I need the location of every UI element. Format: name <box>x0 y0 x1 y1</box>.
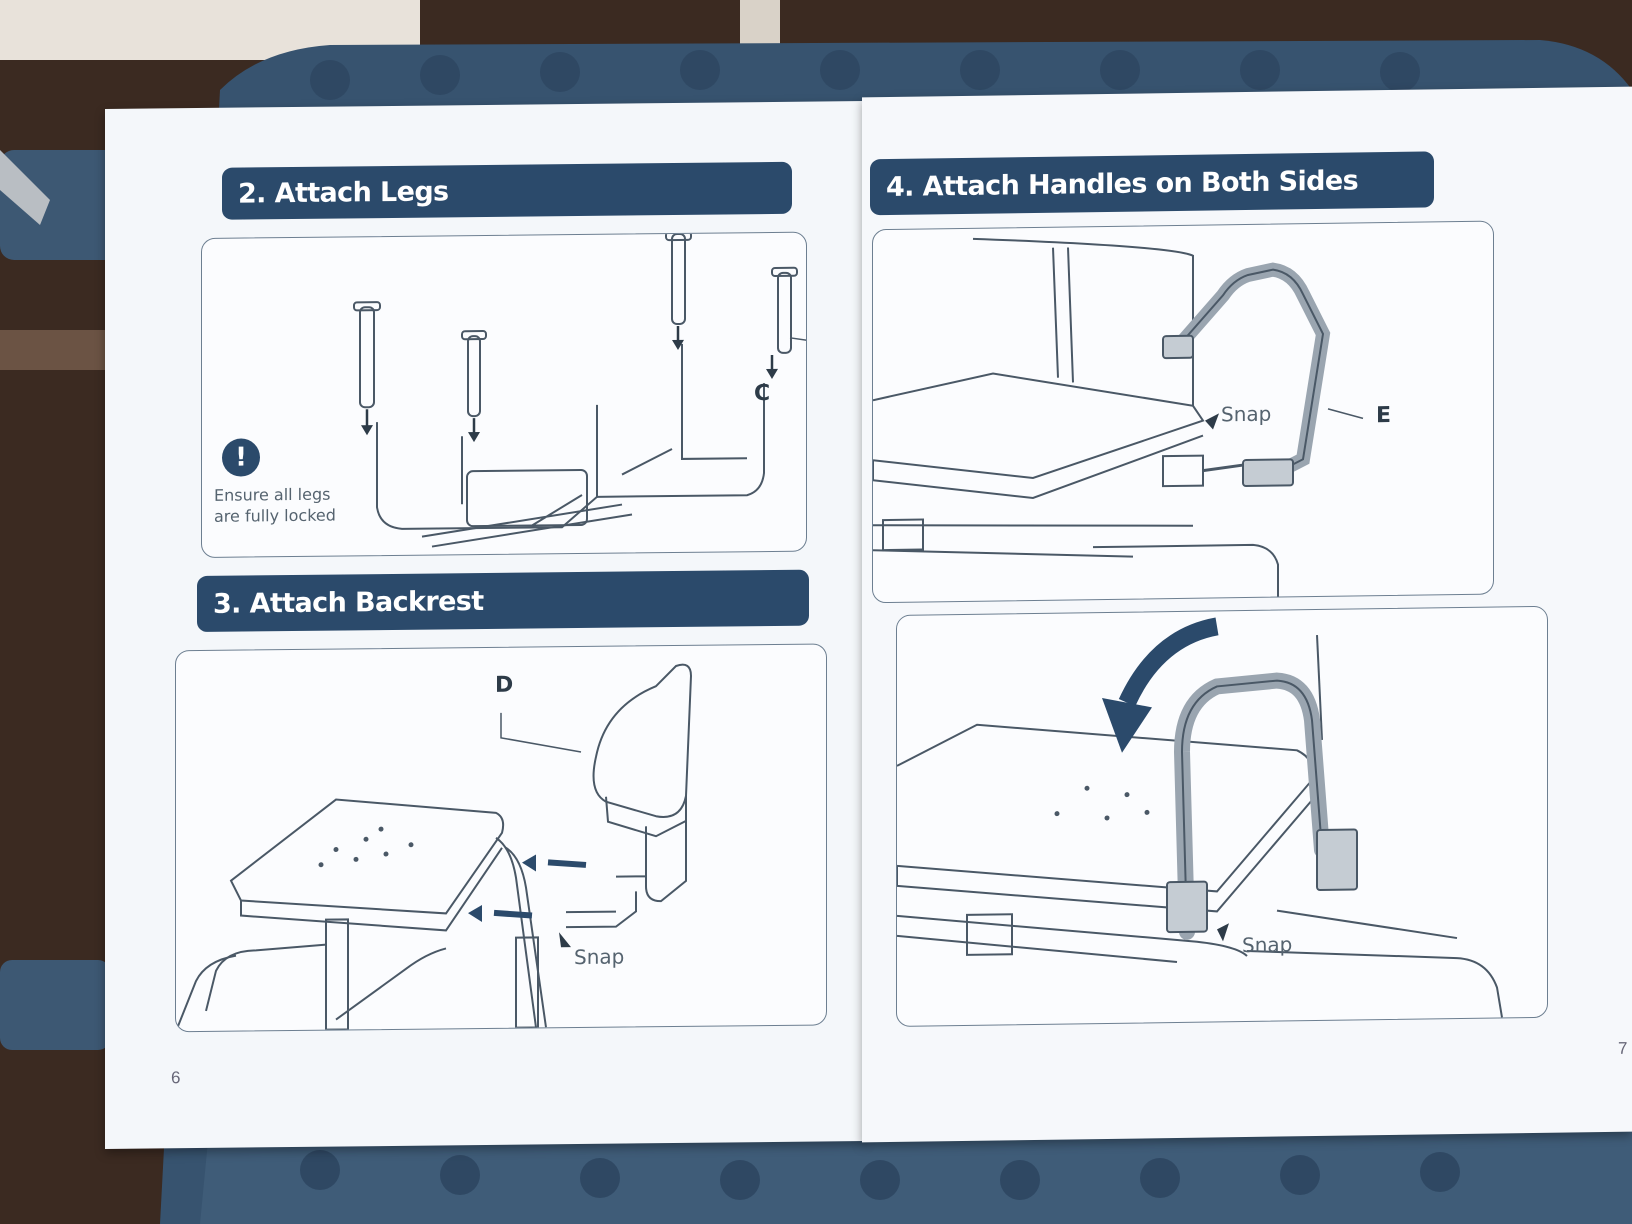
snap-label-handle-top: Snap <box>1221 401 1272 427</box>
step4-title-banner: 4. Attach Handles on Both Sides <box>870 151 1434 216</box>
right-page: 4. Attach Handles on Both Sides <box>862 86 1632 1143</box>
callout-c: C <box>754 381 771 407</box>
callout-e: E <box>1376 402 1392 429</box>
step2-title: 2. Attach Legs <box>238 175 449 210</box>
step2-illustration-panel: C ! Ensure all legs are fully locked <box>201 231 807 558</box>
fold-handle-diagram <box>897 617 1503 1018</box>
leg-warning-note: Ensure all legs are fully locked <box>214 483 364 527</box>
attach-backrest-diagram <box>176 663 693 1032</box>
warning-line-1: Ensure all legs <box>214 484 331 505</box>
page-number-right: 7 <box>1618 1038 1628 1058</box>
step4-title: 4. Attach Handles on Both Sides <box>886 164 1359 203</box>
attach-legs-diagram <box>353 232 806 548</box>
attach-handle-diagram <box>873 237 1364 597</box>
callout-d: D <box>495 672 514 698</box>
step3-illustration-panel: D Snap <box>175 643 827 1033</box>
left-page: 2. Attach Legs <box>105 101 865 1149</box>
page-number-left: 6 <box>171 1068 181 1088</box>
step2-title-banner: 2. Attach Legs <box>222 161 792 220</box>
snap-label-backrest: Snap <box>574 944 625 970</box>
warning-icon-glyph: ! <box>235 442 247 473</box>
warning-line-2: are fully locked <box>214 505 336 526</box>
step4-top-illustration-panel: E Snap <box>872 220 1494 604</box>
step3-title-banner: 3. Attach Backrest <box>197 569 809 633</box>
exclamation-circle-icon: ! <box>222 438 260 477</box>
snap-label-handle-bottom: Snap <box>1242 932 1293 958</box>
step3-title: 3. Attach Backrest <box>213 585 484 620</box>
step4-bottom-illustration-panel: Snap <box>896 605 1548 1027</box>
